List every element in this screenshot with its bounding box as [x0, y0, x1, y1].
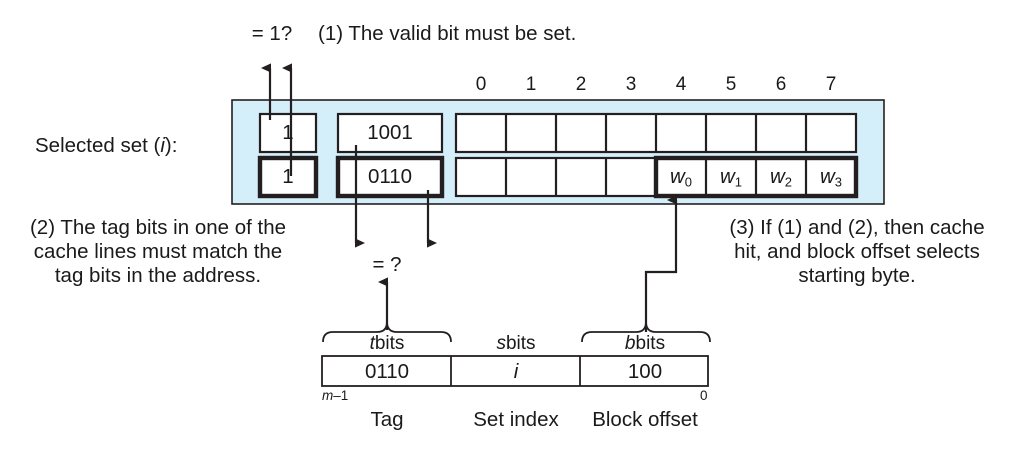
word-label-w3-base: w	[819, 165, 835, 188]
byte-column-header-0: 0	[475, 74, 487, 95]
word-label-w0: w0	[670, 165, 692, 190]
selected-set-label-tail: ):	[164, 134, 178, 157]
address-field-width-b-italic: b	[624, 333, 636, 354]
word-label-w1: w1	[720, 165, 742, 190]
address-msb-label-italic: m	[322, 388, 334, 403]
address-value-tag: 0110	[364, 360, 410, 383]
address-field-width-s: sbits	[496, 333, 535, 355]
brace-t-bits	[322, 321, 452, 343]
word-label-w3-sub: 3	[834, 174, 843, 190]
byte-column-header-3: 3	[625, 74, 637, 95]
tag-box-line0	[336, 112, 444, 154]
word-label-w0-sub: 0	[684, 174, 693, 190]
byte-column-header-1: 1	[525, 74, 537, 95]
valid-check-label: = 1?	[251, 22, 293, 45]
valid-bit-box-line1	[257, 155, 319, 199]
word-label-w3: w3	[820, 165, 842, 190]
step1-annotation: (1) The valid bit must be set.	[318, 22, 577, 45]
address-msb-label-tail: –1	[333, 388, 349, 403]
data-block-line0	[454, 112, 858, 154]
selected-set-index-italic: i	[160, 134, 165, 157]
valid-bit-value-line0: 1	[282, 121, 294, 144]
address-field-width-s-italic: s	[496, 333, 506, 354]
tag-value-line0: 1001	[367, 121, 413, 144]
address-field-width-t-unit: bits	[374, 333, 405, 354]
selected-set-label: Selected set (i):	[35, 134, 177, 158]
byte-column-header-6: 6	[775, 74, 787, 95]
valid-bit-box-line0	[258, 112, 318, 154]
address-msb-label: m–1	[322, 388, 348, 404]
word-label-w1-sub: 1	[734, 174, 743, 190]
word-label-w2: w2	[770, 165, 792, 190]
address-value-set-index: i	[513, 360, 519, 383]
tag-value-line1: 0110	[367, 165, 413, 188]
byte-column-header-4: 4	[675, 74, 687, 95]
address-field-width-b-unit: bits	[635, 333, 666, 354]
address-field-name-block-offset: Block offset	[592, 408, 698, 431]
address-lsb-label: 0	[700, 388, 708, 403]
word-label-w0-base: w	[669, 165, 685, 188]
data-block-line1	[454, 155, 859, 199]
address-value-block-offset: 100	[627, 360, 663, 383]
address-field-name-set-index: Set index	[473, 408, 559, 431]
valid-bit-value-line1: 1	[282, 165, 294, 188]
step2-annotation: (2) The tag bits in one of the cache lin…	[29, 216, 287, 288]
byte-column-header-2: 2	[575, 74, 587, 95]
tag-compare-label: = ?	[372, 253, 402, 276]
address-field-width-b: bbits	[625, 333, 665, 355]
word-label-w2-base: w	[769, 165, 785, 188]
selected-set-label-text: Selected set (	[35, 134, 161, 157]
byte-column-header-7: 7	[825, 74, 837, 95]
byte-column-header-5: 5	[725, 74, 737, 95]
address-bar	[321, 355, 709, 387]
block-offset-connector	[644, 195, 678, 332]
address-field-width-t: tbits	[370, 333, 405, 355]
word-label-w1-base: w	[719, 165, 735, 188]
address-field-width-t-italic: t	[369, 333, 375, 354]
word-label-w2-sub: 2	[784, 174, 793, 190]
address-field-width-s-unit: bits	[505, 333, 536, 354]
address-field-name-tag: Tag	[370, 408, 404, 431]
step3-annotation: (3) If (1) and (2), then cache hit, and …	[729, 216, 985, 288]
selected-words-outline	[653, 155, 859, 199]
